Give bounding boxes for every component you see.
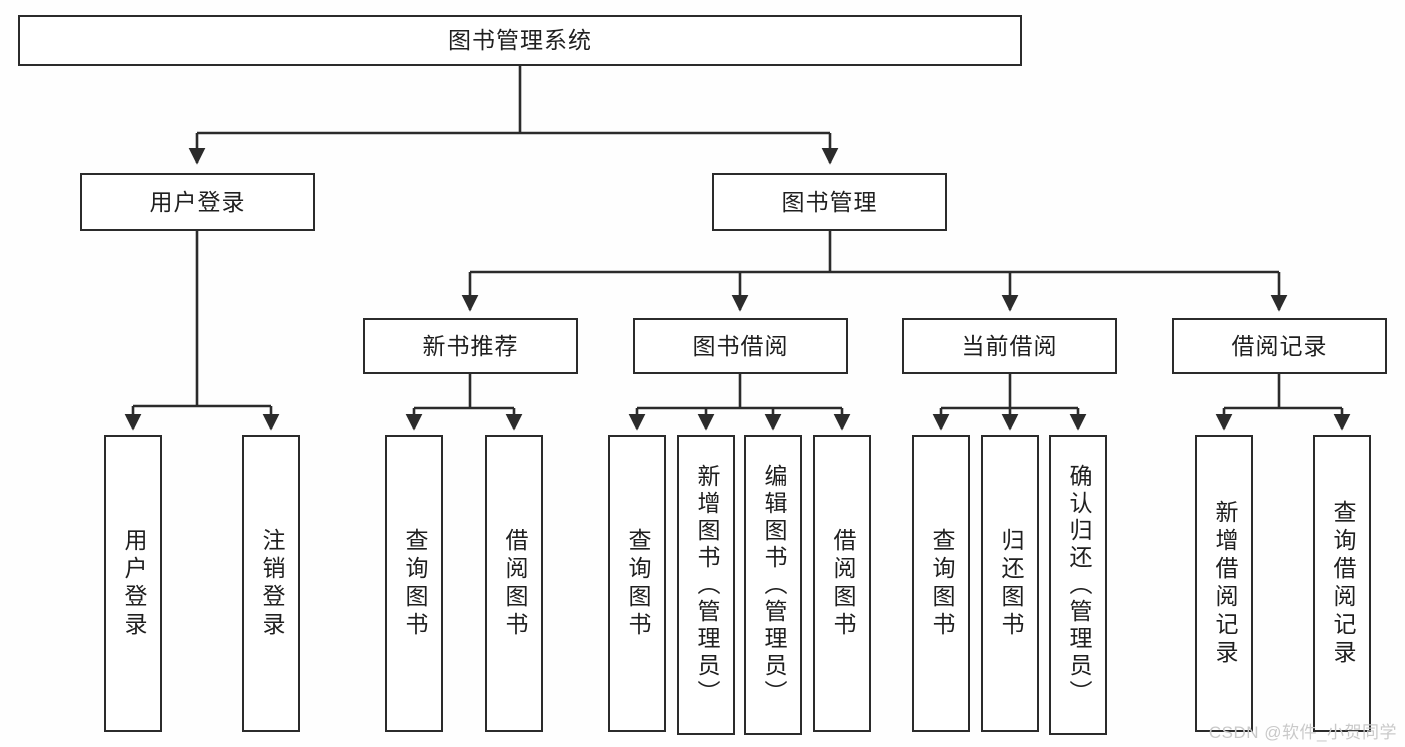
leaf-borrow-book[interactable]: 借阅图书	[813, 435, 871, 732]
leaf-recommend-query-book[interactable]: 查询图书	[385, 435, 443, 732]
node-new-book-recommend-label: 新书推荐	[422, 332, 519, 359]
leaf-query-borrow-record-label: 查询借阅记录	[1329, 499, 1356, 668]
node-user-login-label: 用户登录	[149, 188, 246, 215]
node-borrow-record[interactable]: 借阅记录	[1172, 318, 1387, 374]
leaf-return-book[interactable]: 归还图书	[981, 435, 1039, 732]
leaf-add-book-admin[interactable]: 新增图书（管理员）	[677, 435, 735, 735]
node-root-label: 图书管理系统	[448, 27, 592, 53]
leaf-user-login-label: 用户登录	[120, 527, 147, 640]
node-book-borrow-label: 图书借阅	[692, 332, 789, 359]
leaf-recommend-query-book-label: 查询图书	[401, 527, 428, 640]
node-book-management[interactable]: 图书管理	[712, 173, 947, 231]
leaf-recommend-borrow-book-label: 借阅图书	[501, 527, 528, 640]
leaf-user-logout-label: 注销登录	[258, 527, 285, 640]
leaf-return-book-label: 归还图书	[997, 527, 1024, 640]
node-new-book-recommend[interactable]: 新书推荐	[363, 318, 578, 374]
leaf-edit-book-admin-label: 编辑图书（管理员）	[760, 463, 787, 707]
node-book-management-label: 图书管理	[781, 188, 878, 215]
leaf-recommend-borrow-book[interactable]: 借阅图书	[485, 435, 543, 732]
leaf-add-borrow-record[interactable]: 新增借阅记录	[1195, 435, 1253, 732]
leaf-edit-book-admin[interactable]: 编辑图书（管理员）	[744, 435, 802, 735]
leaf-user-login[interactable]: 用户登录	[104, 435, 162, 732]
node-book-borrow[interactable]: 图书借阅	[633, 318, 848, 374]
leaf-current-query-book-label: 查询图书	[928, 527, 955, 640]
leaf-borrow-query-book-label: 查询图书	[624, 527, 651, 640]
leaf-add-borrow-record-label: 新增借阅记录	[1211, 499, 1238, 668]
node-borrow-record-label: 借阅记录	[1231, 332, 1328, 359]
leaf-user-logout[interactable]: 注销登录	[242, 435, 300, 732]
leaf-query-borrow-record[interactable]: 查询借阅记录	[1313, 435, 1371, 732]
leaf-borrow-book-label: 借阅图书	[829, 527, 856, 640]
node-current-borrow[interactable]: 当前借阅	[902, 318, 1117, 374]
leaf-borrow-query-book[interactable]: 查询图书	[608, 435, 666, 732]
node-user-login[interactable]: 用户登录	[80, 173, 315, 231]
leaf-confirm-return-admin-label: 确认归还（管理员）	[1065, 463, 1092, 707]
leaf-current-query-book[interactable]: 查询图书	[912, 435, 970, 732]
node-current-borrow-label: 当前借阅	[961, 332, 1058, 359]
leaf-add-book-admin-label: 新增图书（管理员）	[693, 463, 720, 707]
node-root[interactable]: 图书管理系统	[18, 15, 1022, 66]
leaf-confirm-return-admin[interactable]: 确认归还（管理员）	[1049, 435, 1107, 735]
